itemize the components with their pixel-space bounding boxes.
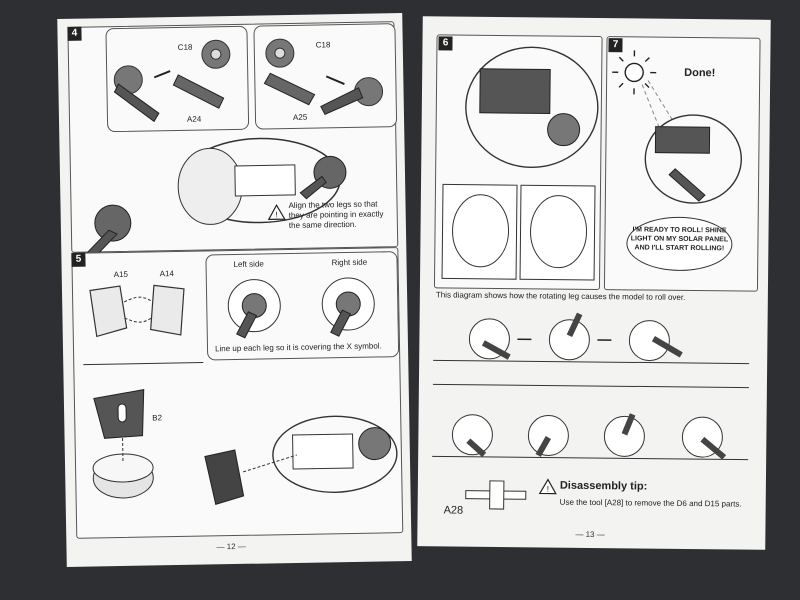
wheel-closeup bbox=[465, 47, 598, 168]
part-b2 bbox=[94, 390, 145, 439]
right-page: 6 7 Done! I'M READY TO ROLL! SHINE LIGHT… bbox=[417, 16, 771, 550]
left-side-gear bbox=[228, 279, 281, 338]
roll-sequence-bottom bbox=[432, 412, 748, 459]
sun-icon bbox=[612, 50, 656, 94]
left-page: 4 C18 C18 A24 A25 bbox=[57, 13, 412, 567]
page-number-left: — 12 — bbox=[216, 542, 245, 552]
rolling-model bbox=[645, 115, 742, 204]
tool-a28-illustration bbox=[466, 481, 526, 510]
svg-text:!: ! bbox=[547, 485, 549, 494]
dark-shell-part bbox=[205, 450, 244, 505]
steps-6-7-illustration: ! bbox=[417, 16, 771, 550]
right-side-gear bbox=[322, 278, 375, 337]
warning-icon-tip: ! bbox=[540, 479, 556, 493]
part-a14 bbox=[150, 285, 185, 336]
part-a15 bbox=[90, 286, 127, 337]
disassembly-tip-title: Disassembly tip: bbox=[560, 480, 648, 493]
step-5-illustration bbox=[57, 13, 412, 567]
inset-panel-2 bbox=[520, 185, 595, 280]
divider-line bbox=[83, 363, 203, 365]
part-label-a28: A28 bbox=[444, 504, 464, 516]
dashed-connector-bottom bbox=[124, 317, 152, 322]
page-number-right: — 13 — bbox=[575, 530, 604, 539]
assembled-body bbox=[272, 415, 397, 493]
dashed-connector-top bbox=[124, 297, 152, 302]
section-divider bbox=[433, 384, 749, 387]
disassembly-tip-text: Use the tool [A28] to remove the D6 and … bbox=[560, 498, 760, 510]
roll-sequence-top bbox=[433, 312, 749, 363]
inset-panel-1 bbox=[442, 184, 517, 279]
